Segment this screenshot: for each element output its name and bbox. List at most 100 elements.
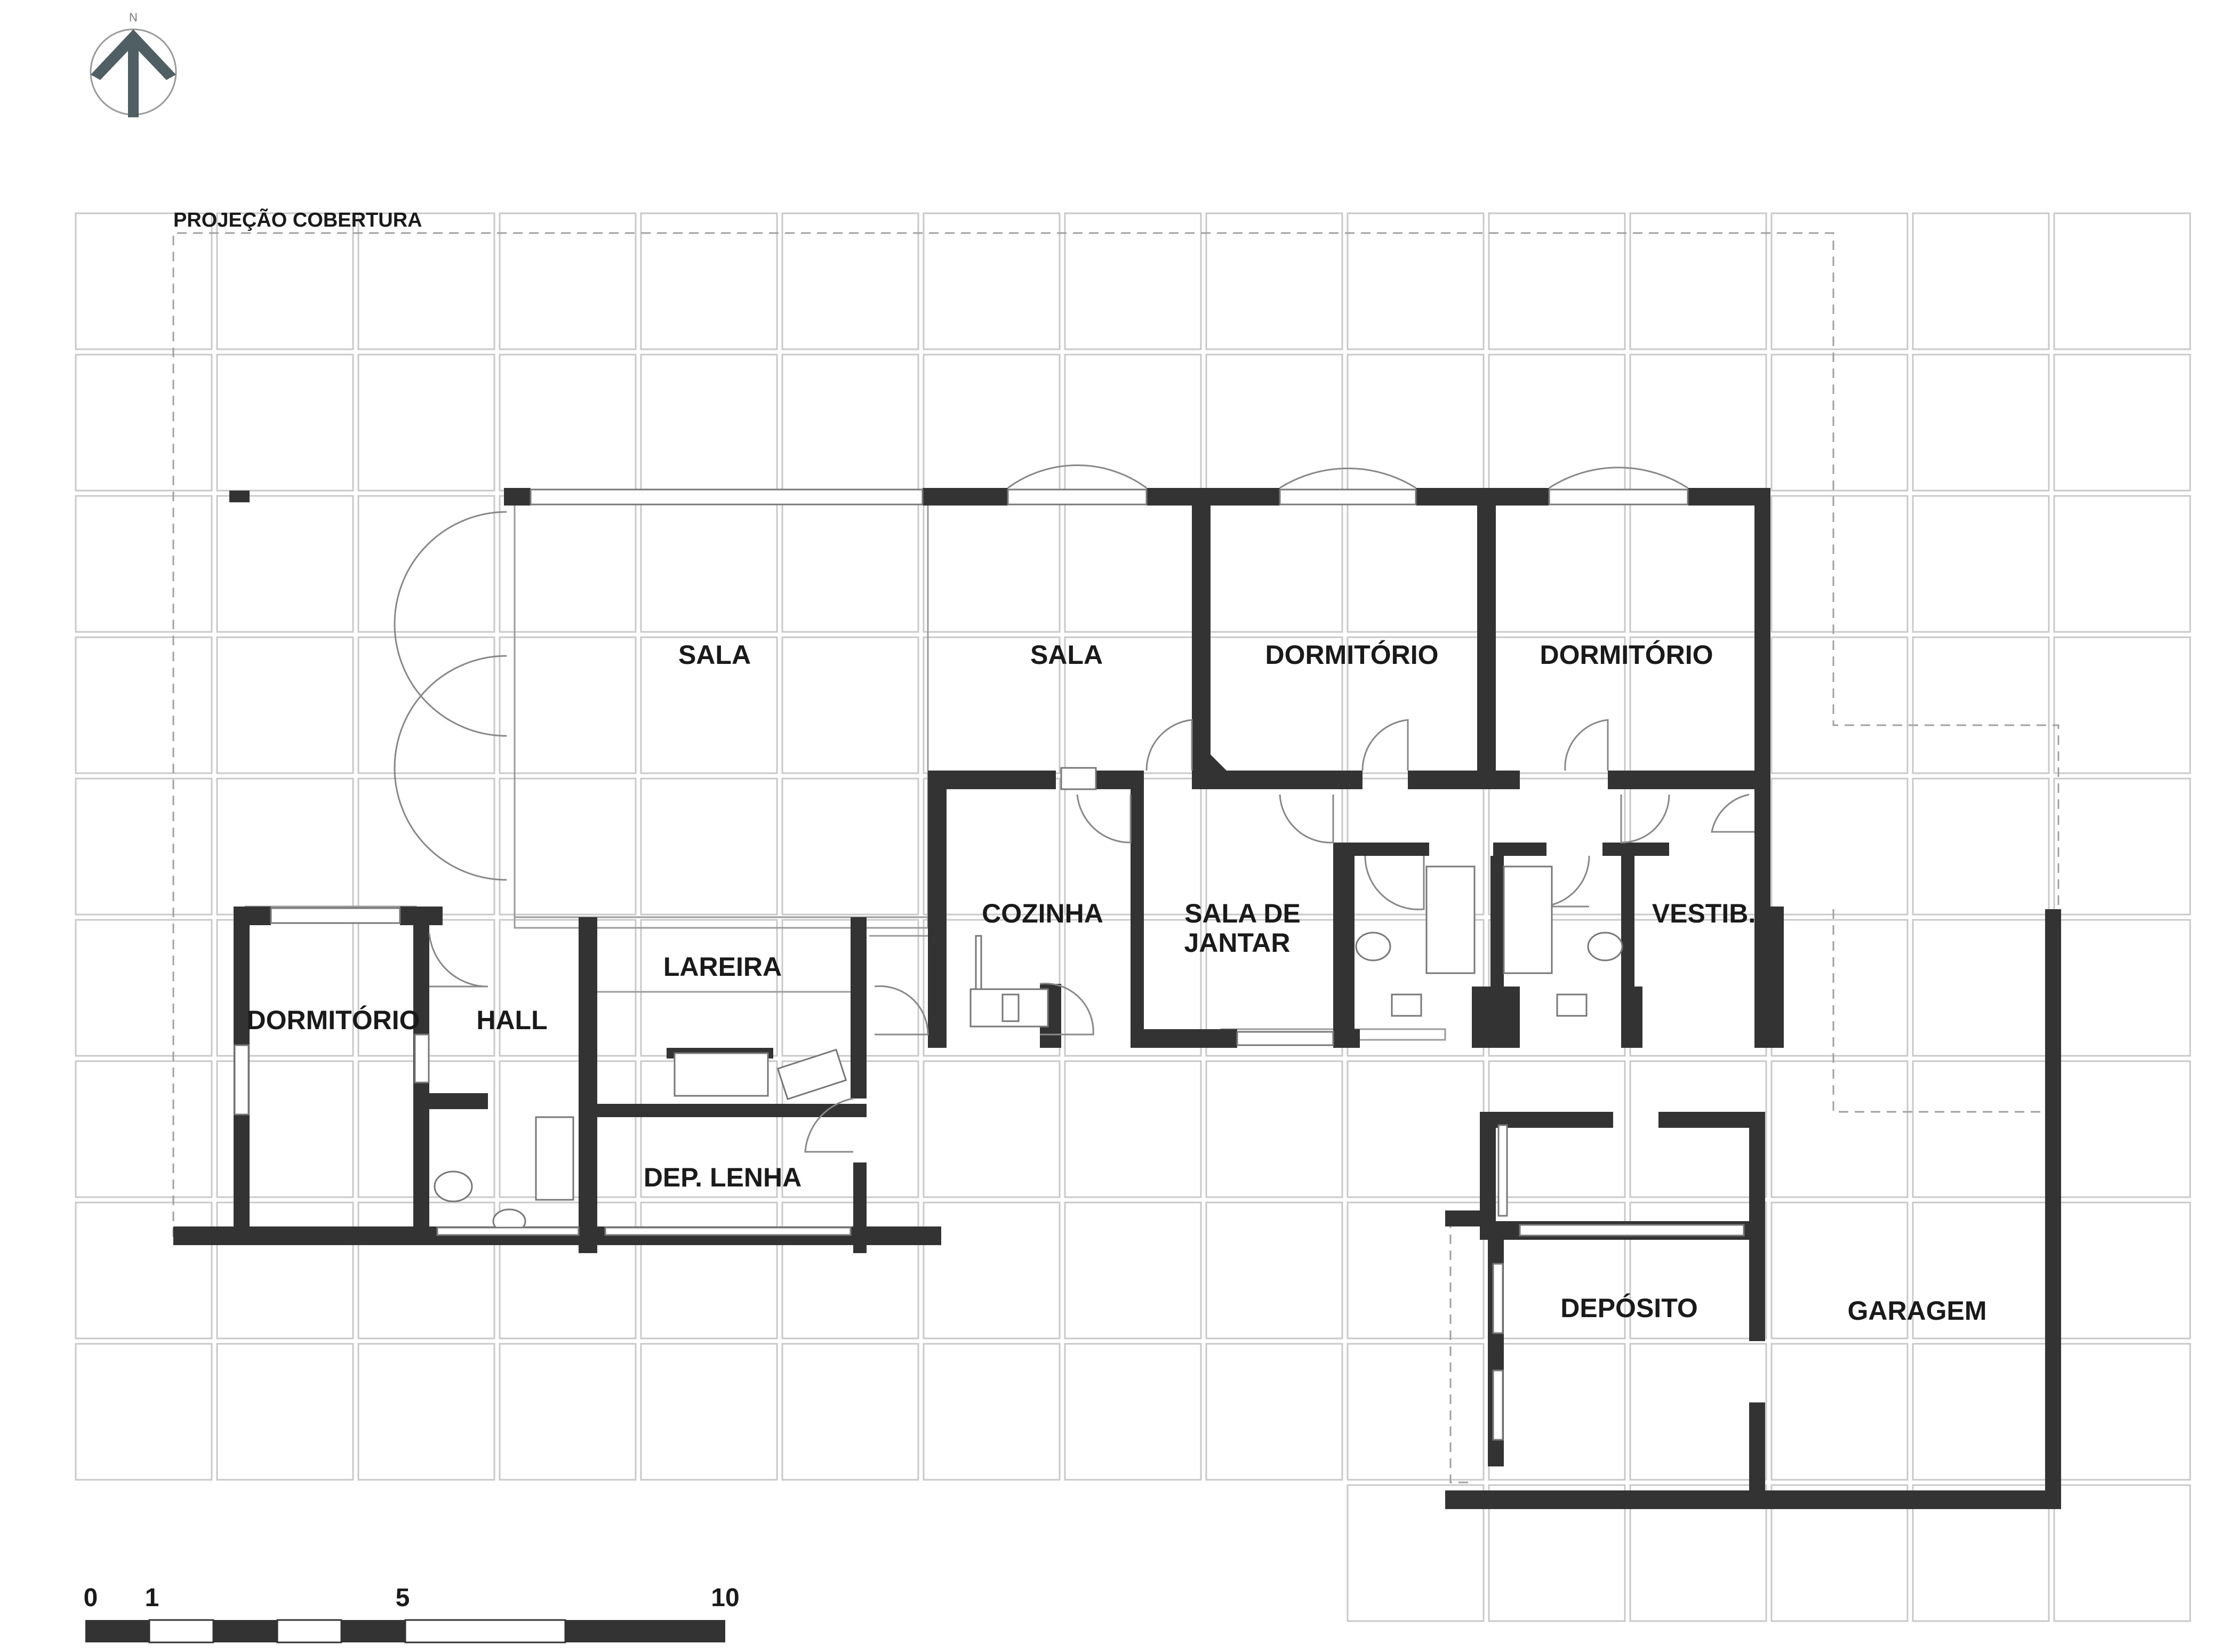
- paving-tile: [499, 212, 637, 350]
- paving-tile: [357, 495, 495, 633]
- scale-tick-10: 10: [711, 1584, 739, 1612]
- paving-tile: [357, 636, 495, 774]
- room-label-garagem: GARAGEM: [1847, 1296, 1986, 1326]
- paving-tile: [216, 777, 354, 916]
- paving-tile: [1488, 1484, 1626, 1622]
- roof-projection-label: PROJEÇÃO COBERTURA: [173, 208, 422, 231]
- paving-tile: [75, 919, 213, 1057]
- room-label-sala-de-jantar-1: SALA DE: [1184, 899, 1301, 928]
- paving-tile: [1629, 1343, 1767, 1481]
- paving-tile: [1770, 636, 1909, 774]
- north-letter: N: [129, 11, 138, 24]
- paving-tile: [1488, 212, 1626, 350]
- paving-tile: [1629, 212, 1767, 350]
- paving-tile: [1770, 1343, 1909, 1481]
- room-label-hall: HALL: [476, 1005, 547, 1035]
- paving-tile: [640, 354, 778, 492]
- paving-tile: [1347, 212, 1485, 350]
- paving-tile: [2053, 777, 2191, 916]
- room-label-dormitorio-3: DORMITÓRIO: [247, 1005, 420, 1035]
- paving-tile: [1912, 777, 2050, 916]
- paving-tile: [499, 1343, 637, 1481]
- paving-tile: [1205, 212, 1343, 350]
- paving-tile: [640, 1201, 778, 1340]
- paving-tile: [75, 495, 213, 633]
- paving-tile: [75, 212, 213, 350]
- room-label-dep-lenha: DEP. LENHA: [644, 1162, 802, 1192]
- paving-tile: [499, 636, 637, 774]
- paving-tile: [1770, 212, 1909, 350]
- paving-tile: [75, 1060, 213, 1198]
- paving-tile: [2053, 212, 2191, 350]
- walls: [173, 488, 2061, 1509]
- paving-tile: [923, 212, 1061, 350]
- paving-tile: [1629, 354, 1767, 492]
- paving-tile: [923, 1343, 1061, 1481]
- paving-tile: [499, 495, 637, 633]
- paving-tile: [1347, 495, 1485, 633]
- paving-tile: [216, 495, 354, 633]
- paving-tile: [1064, 1343, 1202, 1481]
- paving-tile: [216, 354, 354, 492]
- paving-tile: [2053, 919, 2191, 1057]
- paving-tile: [1770, 1484, 1909, 1622]
- paving-tile: [640, 1343, 778, 1481]
- paving-tile: [216, 1343, 354, 1481]
- paving-tile: [216, 1060, 354, 1198]
- scale-tick-1: 1: [145, 1584, 159, 1612]
- room-label-sala-de-jantar-2: JANTAR: [1184, 928, 1290, 958]
- paving-tile: [1770, 495, 1909, 633]
- paving-tile: [357, 354, 495, 492]
- paving-tile: [2053, 1060, 2191, 1198]
- room-label-vestibulo: VESTIB.: [1652, 899, 1756, 928]
- scale-tick-5: 5: [396, 1584, 410, 1612]
- paving-tile: [640, 919, 778, 1057]
- paving-tile: [1770, 777, 1909, 916]
- paving-tile: [499, 919, 637, 1057]
- paving-tile: [1347, 1343, 1485, 1481]
- scale-bar: 0 1 5 10: [84, 1584, 740, 1643]
- paving-tile: [499, 777, 637, 916]
- room-label-deposito: DEPÓSITO: [1560, 1293, 1697, 1323]
- paving-tile: [1488, 1060, 1626, 1198]
- paving-tile: [1912, 1484, 2050, 1622]
- paving-tile: [1064, 1060, 1202, 1198]
- room-label-dormitorio-2: DORMITÓRIO: [1540, 640, 1713, 670]
- paving-tile: [1205, 495, 1343, 633]
- paving-tile: [2053, 1201, 2191, 1340]
- paving-tile: [781, 1343, 919, 1481]
- room-label-sala-2: SALA: [1030, 640, 1103, 670]
- paving-tile: [923, 354, 1061, 492]
- paving-tile: [1064, 1201, 1202, 1340]
- paving-tile: [1347, 1201, 1485, 1340]
- paving-tile: [75, 354, 213, 492]
- paving-tile: [640, 495, 778, 633]
- paving-tile: [781, 495, 919, 633]
- paving-tile: [640, 636, 778, 774]
- paving-tile: [1770, 919, 1909, 1057]
- door-swings: [394, 464, 1754, 1153]
- roof-projection-outline: [172, 232, 2059, 1483]
- paving-tile: [1629, 919, 1767, 1057]
- paving-tile: [75, 1201, 213, 1340]
- scale-tick-0: 0: [84, 1584, 98, 1612]
- paving-tile: [75, 636, 213, 774]
- paving-tile: [1064, 354, 1202, 492]
- paving-tile: [1629, 1484, 1767, 1622]
- paving-tile: [1912, 919, 2050, 1057]
- paving-tile: [1347, 1484, 1485, 1622]
- paving-tile: [1629, 495, 1767, 633]
- paving-tile: [1770, 1060, 1909, 1198]
- fixtures: [434, 865, 1745, 1237]
- paving-tile: [640, 212, 778, 350]
- paving-tile: [781, 1060, 919, 1198]
- paving-tile: [1064, 212, 1202, 350]
- paving-tile: [357, 1343, 495, 1481]
- room-label-lareira: LAREIRA: [663, 952, 782, 982]
- paving-tile: [1912, 354, 2050, 492]
- paving-tile: [1912, 495, 2050, 633]
- north-arrow-icon: N: [90, 11, 177, 117]
- paving-tile: [216, 212, 354, 350]
- paving-tile: [1912, 1343, 2050, 1481]
- paving-tile: [2053, 354, 2191, 492]
